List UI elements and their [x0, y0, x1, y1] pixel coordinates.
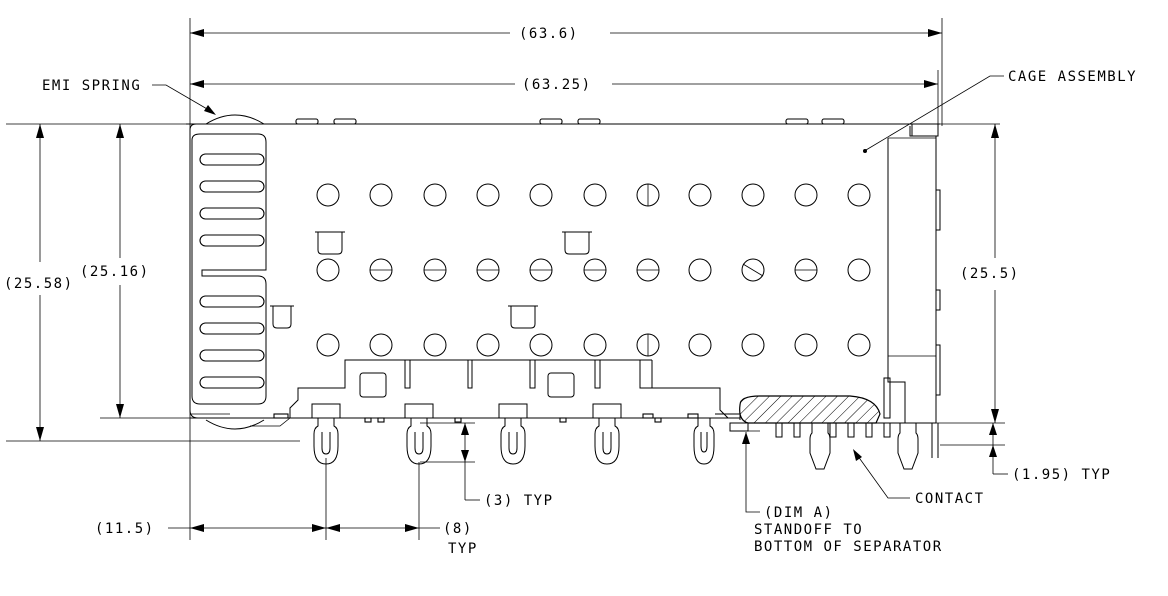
dim-pin-length: (3) TYP: [420, 422, 554, 509]
dim-cage-height-label: (25.5): [960, 266, 1020, 282]
latch-windows: [270, 231, 592, 398]
dim-pin-pitch-label: (8): [443, 521, 473, 537]
contacts: [775, 423, 939, 470]
callout-emi-spring: EMI SPRING: [42, 78, 216, 115]
connector-separator: [715, 395, 905, 432]
dim-overall-length-label: (63.6): [519, 26, 579, 42]
dim-cage-length-label: (63.25): [522, 77, 592, 93]
emi-spring-top: [205, 114, 265, 125]
callout-standoff-line2: BOTTOM OF SEPARATOR: [754, 539, 943, 555]
callout-dim-a-label: (DIM A): [764, 505, 834, 521]
dim-pin-offset-label: (11.5): [95, 521, 155, 537]
dim-overall-height-label: (25.58): [4, 276, 74, 292]
dim-overall-height: (25.58): [4, 124, 74, 441]
callout-contact-label: CONTACT: [915, 491, 985, 507]
dim-pin-length-label: (3) TYP: [484, 493, 554, 509]
dim-contact-length-label: (1.95) TYP: [1012, 467, 1111, 483]
dim-cage-height: (25.5): [960, 124, 1020, 423]
dim-contact-length: (1.95) TYP: [989, 423, 1111, 483]
dim-pin-pitch-typ-label: TYP: [448, 541, 478, 557]
callout-contact: CONTACT: [853, 449, 985, 507]
emi-spring-bottom: [205, 419, 265, 430]
callout-cage-assembly: CAGE ASSEMBLY: [863, 69, 1137, 153]
press-fit-pins: [250, 403, 715, 465]
grille-slots: [199, 153, 265, 389]
dim-pin-offset: (11.5) (8) TYP: [95, 458, 478, 557]
bottom-feet: [273, 413, 699, 423]
cage-assembly-body: [186, 114, 941, 470]
dim-body-height-label: (25.16): [80, 264, 150, 280]
callout-cage-assembly-label: CAGE ASSEMBLY: [1008, 69, 1137, 85]
dim-body-height: (25.16): [80, 124, 150, 418]
callout-standoff-line1: STANDOFF TO: [754, 522, 863, 538]
vent-holes: [316, 183, 871, 357]
callout-dim-a: (DIM A) STANDOFF TO BOTTOM OF SEPARATOR: [742, 432, 943, 555]
dim-overall-length: (63.6): [190, 26, 942, 42]
dim-cage-length: (63.25): [190, 77, 938, 93]
top-tabs: [295, 118, 845, 125]
callout-emi-spring-label: EMI SPRING: [42, 78, 141, 94]
